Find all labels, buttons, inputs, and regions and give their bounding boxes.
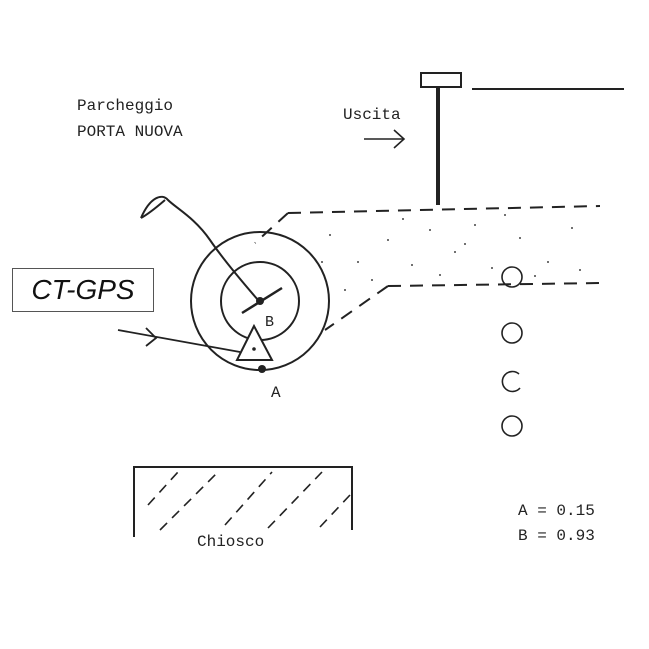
exit-sign (420, 72, 624, 205)
incoming-arrow-icon (117, 327, 241, 353)
exit-sign-plate (420, 72, 462, 88)
post-circle (501, 322, 523, 344)
parking-label-line1: Parcheggio (77, 97, 173, 115)
post-circle (501, 370, 521, 393)
value-a-text: A = 0.15 (518, 502, 595, 520)
post-circle (501, 415, 523, 437)
post-circle (501, 266, 523, 288)
crosshair-b (241, 286, 283, 315)
kiosk-box (133, 466, 353, 537)
exit-label: Uscita (343, 106, 401, 124)
dashed-area (254, 205, 601, 331)
point-a-label: A (271, 384, 281, 402)
ct-gps-tag: CT-GPS (12, 268, 154, 312)
kiosk-label: Chiosco (197, 533, 264, 551)
value-b-text: B = 0.93 (518, 527, 595, 545)
posts-column (501, 266, 523, 437)
exit-arrow-icon (364, 129, 406, 149)
triangle-marker-icon (235, 323, 274, 361)
curl-pointer (140, 195, 259, 301)
parking-label-line2: PORTA NUOVA (77, 123, 183, 141)
point-a-dot (258, 365, 266, 373)
ct-gps-tag-text: CT-GPS (31, 274, 135, 305)
area-speckles (321, 214, 581, 291)
point-b-label: B (265, 314, 274, 331)
